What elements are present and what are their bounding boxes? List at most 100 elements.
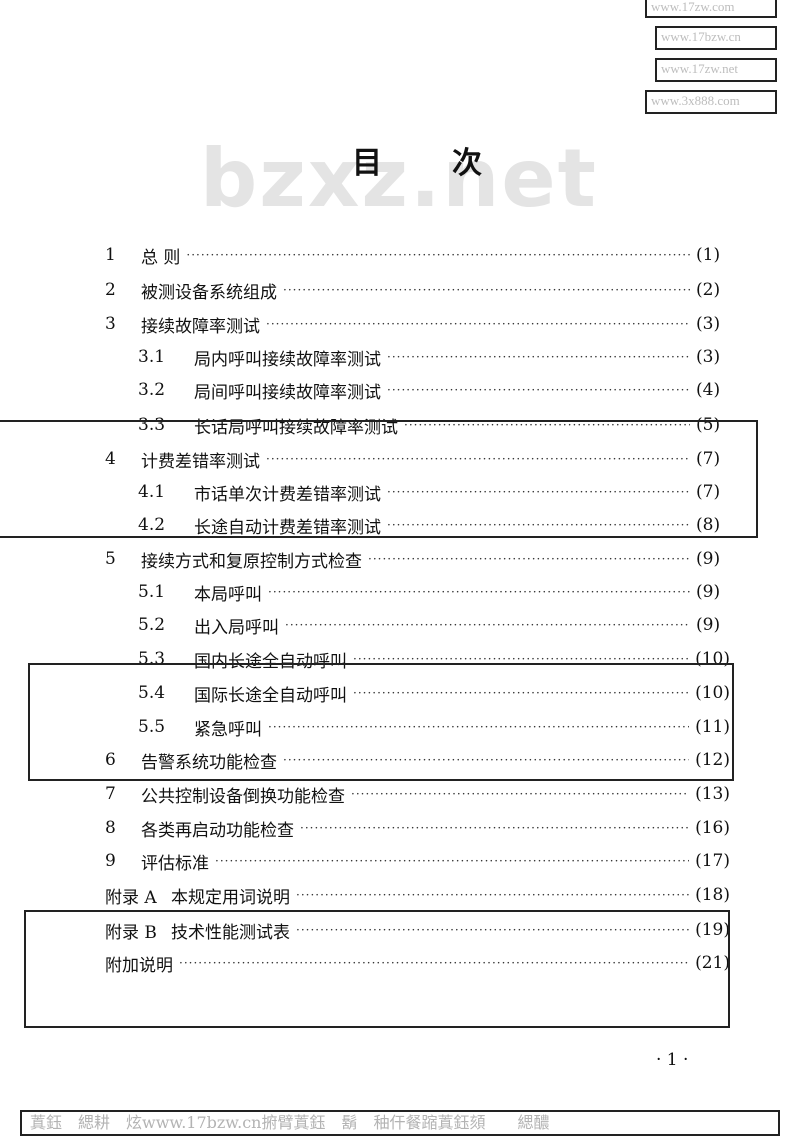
toc-label: 本局呼叫 bbox=[194, 584, 262, 605]
toc-number: 4.1 bbox=[138, 482, 166, 502]
toc-label: 接续故障率测试 bbox=[141, 316, 260, 337]
toc-page: (10) bbox=[695, 649, 730, 669]
toc-label: 公共控制设备倒换功能检查 bbox=[141, 786, 345, 807]
toc-leader bbox=[215, 854, 689, 868]
page-number: · 1 · bbox=[656, 1050, 689, 1070]
toc-number: 3 bbox=[105, 314, 116, 334]
toc-leader bbox=[353, 686, 689, 700]
toc-page: (9) bbox=[696, 582, 721, 602]
toc-number: 4.2 bbox=[138, 515, 166, 535]
toc-label: 技术性能测试表 bbox=[171, 922, 290, 943]
toc-leader bbox=[387, 485, 690, 499]
toc-number: 5.1 bbox=[138, 582, 166, 602]
toc-number: 5 bbox=[105, 549, 116, 569]
toc-number: 附录 A bbox=[105, 887, 157, 908]
toc-leader bbox=[300, 821, 689, 835]
toc-label: 市话单次计费差错率测试 bbox=[194, 484, 381, 505]
toc-label: 国际长途全自动呼叫 bbox=[194, 685, 347, 706]
toc-number: 2 bbox=[105, 280, 116, 300]
toc-page: (16) bbox=[695, 818, 730, 838]
toc-entry[interactable]: 5 接续方式和复原控制方式检查 (9) bbox=[105, 545, 730, 573]
toc-label: 总 则 bbox=[141, 247, 181, 268]
toc-entry[interactable]: 2 被测设备系统组成 (2) bbox=[105, 276, 730, 304]
toc-page: (10) bbox=[695, 683, 730, 703]
toc-page: (3) bbox=[696, 347, 721, 367]
watermark-box-4: www.3x888.com bbox=[645, 90, 777, 114]
toc-page: (2) bbox=[696, 280, 721, 300]
toc-entry[interactable]: 附录 B 技术性能测试表 (19) bbox=[105, 916, 730, 944]
toc-page: (17) bbox=[695, 851, 730, 871]
toc-page: (21) bbox=[695, 953, 730, 973]
toc-entry[interactable]: 6 告警系统功能检查 (12) bbox=[105, 746, 730, 774]
toc-label: 评估标准 bbox=[141, 853, 209, 874]
toc-leader bbox=[296, 888, 689, 902]
toc-entry[interactable]: 1 总 则 (1) bbox=[105, 241, 730, 269]
toc-leader bbox=[387, 350, 690, 364]
watermark-box-2: www.17bzw.cn bbox=[655, 26, 777, 50]
site-watermark: bzxz.net bbox=[200, 132, 598, 225]
toc-entry[interactable]: 5.4 国际长途全自动呼叫 (10) bbox=[138, 679, 730, 707]
toc-page: (18) bbox=[695, 885, 730, 905]
toc-entry[interactable]: 4.1 市话单次计费差错率测试 (7) bbox=[138, 478, 730, 506]
toc-leader bbox=[268, 720, 689, 734]
toc-label: 局内呼叫接续故障率测试 bbox=[194, 349, 381, 370]
toc-entry[interactable]: 5.2 出入局呼叫 (9) bbox=[138, 611, 730, 639]
toc-number: 6 bbox=[105, 750, 116, 770]
toc-entry[interactable]: 7 公共控制设备倒换功能检查 (13) bbox=[105, 780, 730, 808]
toc-entry[interactable]: 3.3 长话局呼叫接续故障率测试 (5) bbox=[138, 411, 730, 439]
toc-leader bbox=[268, 585, 690, 599]
toc-entry[interactable]: 4.2 长途自动计费差错率测试 (8) bbox=[138, 511, 730, 539]
toc-label: 局间呼叫接续故障率测试 bbox=[194, 382, 381, 403]
watermark-box-3: www.17zw.net bbox=[655, 58, 777, 82]
toc-entry[interactable]: 附加说明 (21) bbox=[105, 949, 730, 977]
toc-leader bbox=[283, 753, 689, 767]
toc-entry[interactable]: 9 评估标准 (17) bbox=[105, 847, 730, 875]
toc-entry[interactable]: 5.1 本局呼叫 (9) bbox=[138, 578, 730, 606]
toc-page: (1) bbox=[696, 245, 721, 265]
toc-number: 9 bbox=[105, 851, 116, 871]
toc-leader bbox=[186, 248, 690, 262]
toc-number: 5.5 bbox=[138, 717, 166, 737]
toc-leader bbox=[404, 418, 690, 432]
toc-number: 附录 B bbox=[105, 922, 157, 943]
toc-leader bbox=[387, 518, 690, 532]
toc-number: 5.3 bbox=[138, 649, 166, 669]
footer-watermark-bar: 蒖鈺 緦耕 炫www.17bzw.cn捬臂蒖鈺 鬍 秞仠餐蹜蒖鈺頦 緦醲 bbox=[20, 1110, 780, 1136]
toc-entry[interactable]: 5.3 国内长途全自动呼叫 (10) bbox=[138, 645, 730, 673]
toc-label: 各类再启动功能检查 bbox=[141, 820, 294, 841]
toc-leader bbox=[266, 452, 690, 466]
toc-label: 长途自动计费差错率测试 bbox=[194, 517, 381, 538]
toc-label: 紧急呼叫 bbox=[194, 719, 262, 740]
toc-entry[interactable]: 4 计费差错率测试 (7) bbox=[105, 445, 730, 473]
toc-leader bbox=[387, 383, 690, 397]
toc-page: (7) bbox=[696, 449, 721, 469]
toc-number: 8 bbox=[105, 818, 116, 838]
toc-leader bbox=[368, 552, 690, 566]
toc-page: (4) bbox=[696, 380, 721, 400]
toc-number: 3.2 bbox=[138, 380, 166, 400]
watermark-box-1: www.17zw.com bbox=[645, 0, 777, 18]
toc-page: (19) bbox=[695, 920, 730, 940]
toc-page: (12) bbox=[695, 750, 730, 770]
toc-number: 5.4 bbox=[138, 683, 166, 703]
toc-label: 国内长途全自动呼叫 bbox=[194, 651, 347, 672]
toc-entry[interactable]: 附录 A 本规定用词说明 (18) bbox=[105, 881, 730, 909]
page-title: 目次 bbox=[352, 146, 552, 181]
toc-label: 接续方式和复原控制方式检查 bbox=[141, 551, 362, 572]
toc-number: 1 bbox=[105, 245, 116, 265]
toc-entry[interactable]: 3.1 局内呼叫接续故障率测试 (3) bbox=[138, 343, 730, 371]
toc-page: (11) bbox=[695, 717, 730, 737]
toc-leader bbox=[283, 283, 690, 297]
toc-label: 被测设备系统组成 bbox=[141, 282, 277, 303]
toc-leader bbox=[266, 317, 690, 331]
toc-entry[interactable]: 8 各类再启动功能检查 (16) bbox=[105, 814, 730, 842]
toc-leader bbox=[285, 618, 690, 632]
toc-entry[interactable]: 3.2 局间呼叫接续故障率测试 (4) bbox=[138, 376, 730, 404]
toc-label: 本规定用词说明 bbox=[171, 887, 290, 908]
toc-label: 附加说明 bbox=[105, 955, 173, 976]
toc-number: 3.3 bbox=[138, 415, 166, 435]
toc-page: (3) bbox=[696, 314, 721, 334]
toc-entry[interactable]: 3 接续故障率测试 (3) bbox=[105, 310, 730, 338]
toc-page: (9) bbox=[696, 615, 721, 635]
toc-entry[interactable]: 5.5 紧急呼叫 (11) bbox=[138, 713, 730, 741]
